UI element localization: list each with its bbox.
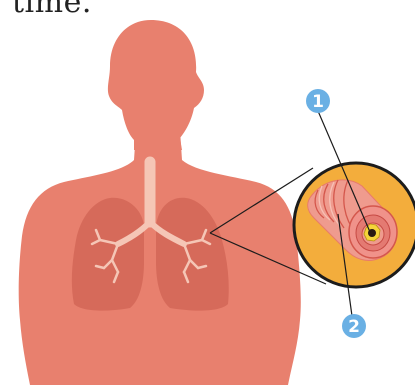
callout-2: 2: [342, 314, 366, 338]
callout-1: 1: [306, 89, 330, 113]
callout-1-number: 1: [312, 92, 324, 112]
callout-2-number: 2: [348, 317, 360, 337]
airway-inset: [294, 163, 415, 287]
